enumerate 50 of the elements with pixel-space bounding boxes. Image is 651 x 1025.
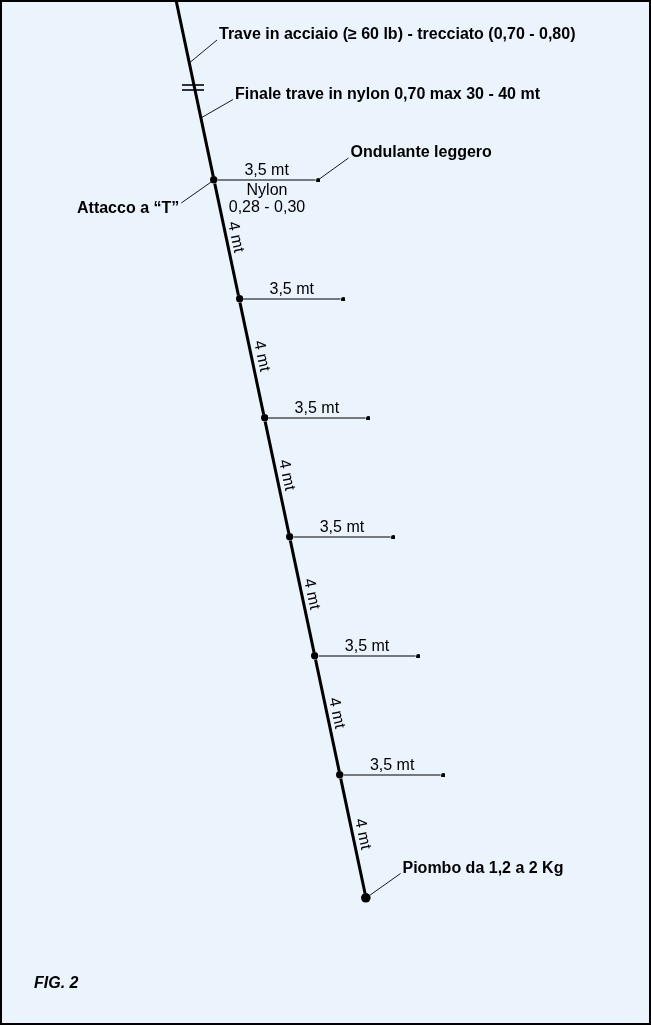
end-dot-icon (415, 653, 421, 659)
callout-text: Finale trave in nylon 0,70 max 30 - 40 mt (235, 84, 540, 103)
callout-text: Trave in acciaio (≥ 60 lb) - trecciato (0,70 - 0,80) (219, 25, 576, 43)
main-line (174, 2, 215, 177)
edge-label: 3,5 mt (269, 281, 314, 297)
edge-label: 3,5 mt (344, 638, 390, 654)
edge-label: 3,5 mt (244, 162, 289, 178)
leader-line (369, 873, 401, 896)
branch-line (267, 417, 367, 419)
branch-line (317, 655, 417, 657)
end-dot-icon (340, 296, 346, 302)
callout-text: Ondulante leggero (350, 143, 492, 161)
leader-line (319, 157, 349, 180)
main-line (263, 421, 291, 534)
branch-line (343, 774, 442, 776)
junction-dot-icon (311, 652, 319, 660)
edge-label: 4 mt (351, 817, 374, 851)
branch-line (217, 179, 317, 181)
edge-label: 3,5 mt (294, 400, 340, 416)
end-dot-icon (365, 415, 371, 421)
callout-text: Attacco a “T” (77, 199, 180, 217)
edge-label: 3,5 mt (369, 757, 415, 773)
main-line (314, 659, 341, 772)
main-line (213, 183, 240, 296)
end-dot-icon (315, 177, 321, 183)
junction-dot-icon (285, 533, 294, 541)
end-dot-icon (390, 534, 396, 540)
main-line (288, 540, 316, 653)
leader-line (188, 39, 218, 64)
callout-text: Piombo da 1,2 a 2 Kg (402, 858, 564, 877)
edge-label: 4 mt (300, 577, 323, 612)
branch-line (242, 298, 342, 300)
spec-text: Nylon 0,28 - 0,30 (228, 180, 306, 216)
junction-dot-icon (260, 414, 269, 422)
branch-line (292, 536, 392, 538)
large-dot-icon (361, 893, 371, 903)
main-line (238, 302, 266, 415)
leader-line (200, 99, 234, 119)
junction-dot-icon (210, 176, 218, 184)
edge-label: 4 mt (326, 696, 349, 731)
leader-line (180, 181, 212, 204)
edge-label: 4 mt (225, 220, 248, 255)
junction-dot-icon (235, 295, 243, 303)
end-dot-icon (440, 772, 446, 778)
edge-label: 4 mt (250, 339, 273, 374)
junction-dot-icon (336, 771, 344, 779)
edge-label: 4 mt (275, 458, 298, 493)
main-line (339, 778, 367, 894)
figure-caption: FIG. 2 (34, 974, 79, 992)
edge-label: 3,5 mt (319, 519, 365, 535)
